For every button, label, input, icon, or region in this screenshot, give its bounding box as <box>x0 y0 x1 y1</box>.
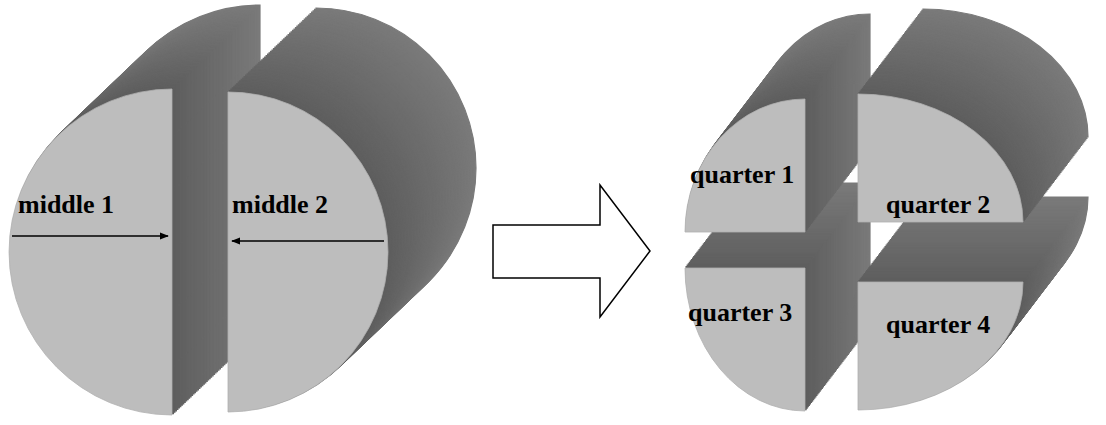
cut-face <box>9 89 172 415</box>
part-name: middle 1 <box>18 190 114 219</box>
part-name: quarter 3 <box>688 298 792 327</box>
part-label: quarter 3 <box>688 300 792 326</box>
cut-face <box>228 92 388 412</box>
cut-face <box>858 94 1023 222</box>
part-name: quarter 2 <box>886 190 990 219</box>
part-label: quarter 2 <box>886 192 990 218</box>
cut-face <box>685 99 805 232</box>
part-name: quarter 4 <box>886 310 990 339</box>
leader-arrow <box>12 235 168 237</box>
cut-face <box>858 282 1023 410</box>
part-label: quarter 1 <box>690 162 794 188</box>
cut-face <box>685 268 805 411</box>
process-arrow <box>493 185 650 317</box>
part-label: middle 2 <box>232 192 328 218</box>
part-name: middle 2 <box>232 190 328 219</box>
split-cylinder <box>9 5 476 415</box>
part-label: middle 1 <box>18 192 114 218</box>
leader-arrow <box>232 240 384 242</box>
quartered-cylinder <box>685 9 1088 411</box>
part-label: quarter 4 <box>886 312 990 338</box>
part-name: quarter 1 <box>690 160 794 189</box>
